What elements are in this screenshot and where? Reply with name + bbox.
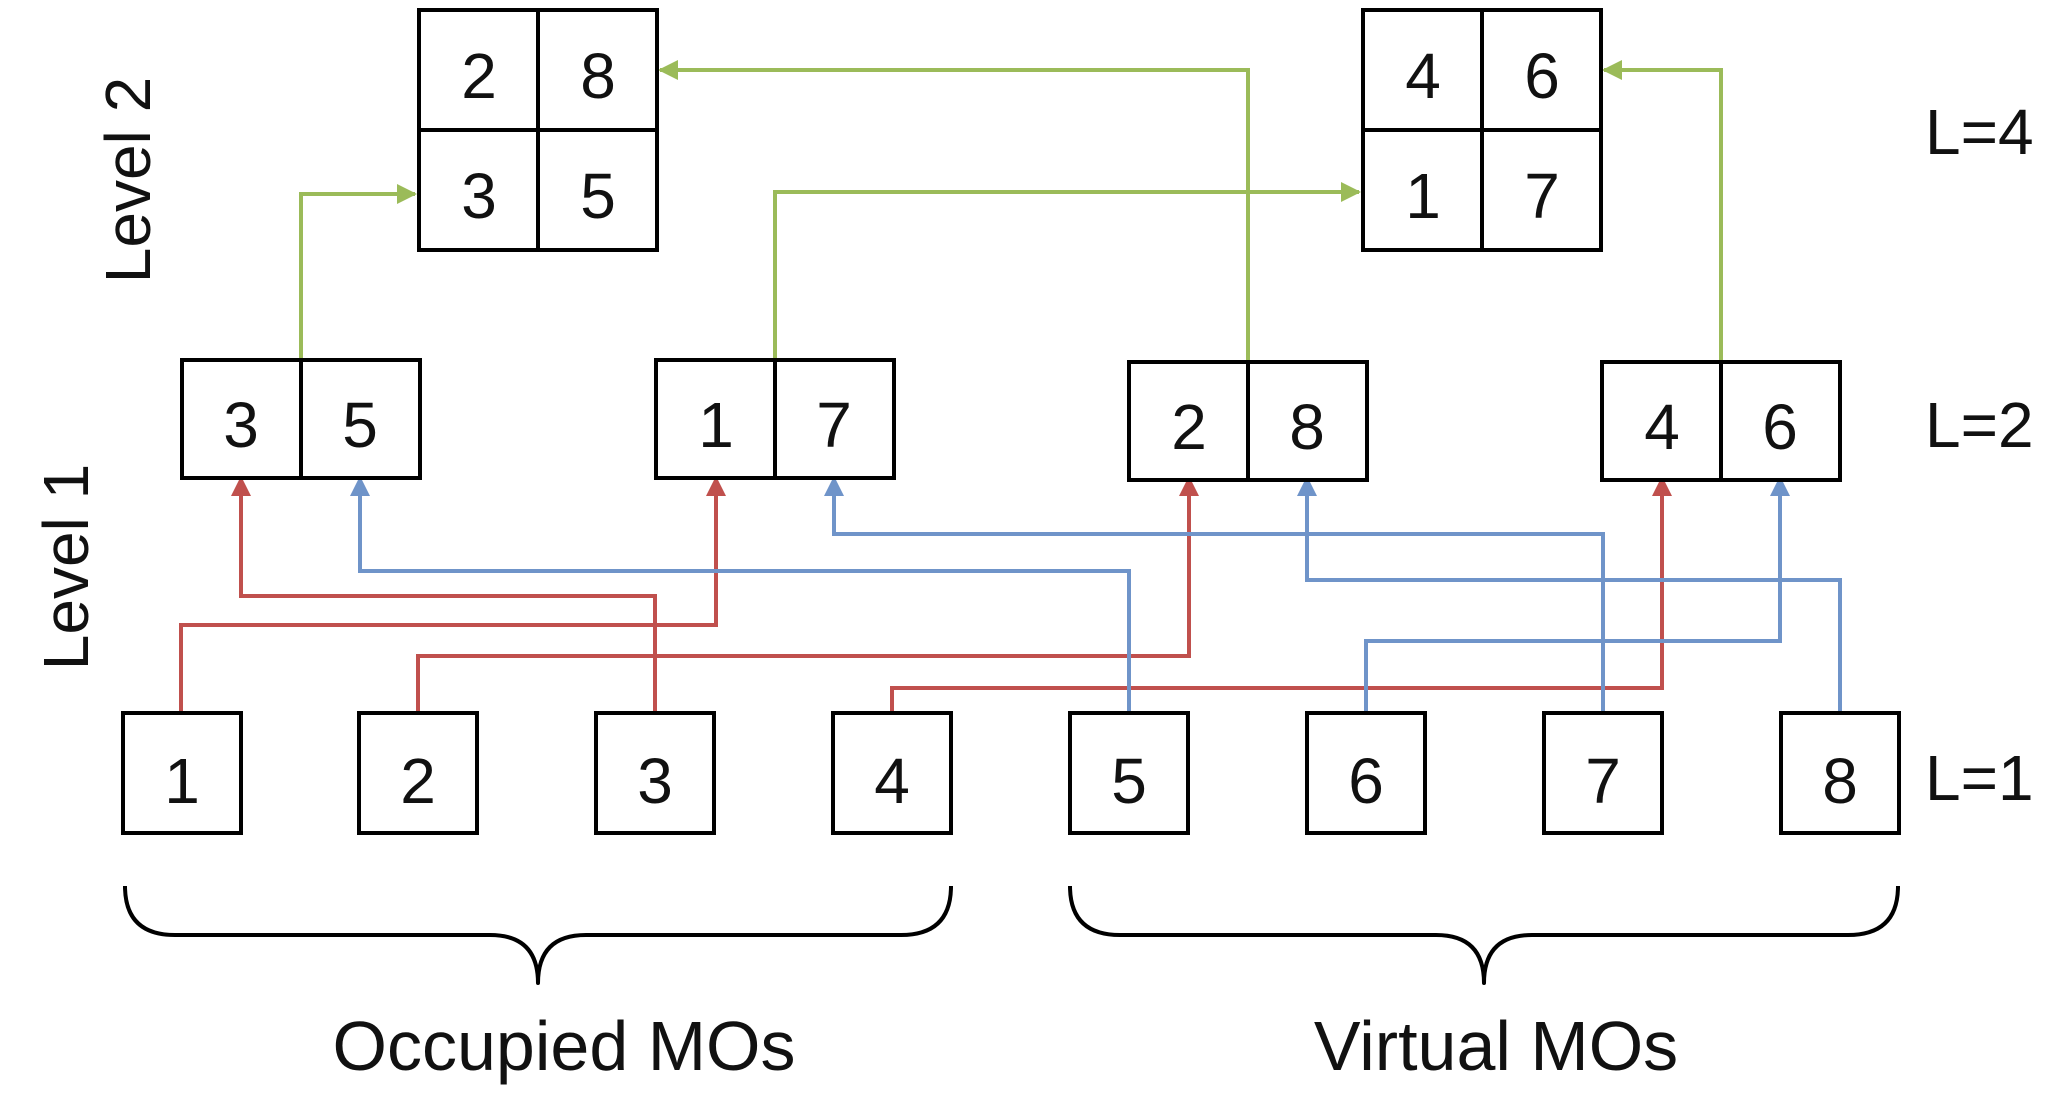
l2-pair-4: 4 6	[1600, 360, 1842, 482]
l1-box-6	[1305, 711, 1427, 835]
l2-cell: 2	[1171, 391, 1207, 463]
level-2-label: Level 2	[92, 77, 164, 283]
connector-5-to-5	[350, 476, 1131, 713]
l1-box-8	[1779, 711, 1901, 835]
l4-cell: 6	[1524, 40, 1560, 112]
connector-1-to-1	[179, 476, 726, 713]
l1-row: 1 2 3 4 5 6 7 8	[121, 711, 1901, 835]
connector-7-to-7	[824, 476, 1605, 713]
green-connectors	[299, 60, 1723, 362]
connector-3-to-3	[231, 476, 657, 713]
l4-cell: 5	[580, 160, 616, 232]
l4-cell: 7	[1524, 160, 1560, 232]
l2-cell: 3	[223, 389, 259, 461]
l1-box-3	[594, 711, 716, 835]
l1-box-label: 5	[1111, 745, 1147, 817]
l4-cell: 3	[461, 160, 497, 232]
l1-box-2	[357, 711, 479, 835]
l1-box-1	[121, 711, 243, 835]
l1-box-label: 6	[1348, 745, 1384, 817]
l2-pair-3: 2 8	[1127, 360, 1369, 482]
l4-block-2: 4 6 1 7	[1361, 8, 1603, 252]
l2-cell: 1	[698, 389, 734, 461]
l1-box-label: 3	[637, 745, 673, 817]
connector-4-to-4	[890, 476, 1672, 713]
l1-box-label: 1	[164, 745, 200, 817]
l1-box-5	[1068, 711, 1190, 835]
l1-box-label: 4	[874, 745, 910, 817]
l2-pair-2: 1 7	[654, 358, 896, 480]
l2-cell: 5	[342, 389, 378, 461]
l4-block-1: 2 8 3 5	[417, 8, 659, 252]
row-label-l2: L=2	[1925, 389, 2034, 461]
l4-cell: 8	[580, 40, 616, 112]
l2-pair-1: 3 5	[180, 358, 422, 480]
connector-2-to-2	[416, 476, 1199, 713]
connector-8-to-8	[1297, 476, 1842, 713]
l2-cell: 4	[1644, 391, 1680, 463]
occupied-brace	[123, 885, 953, 985]
connector-46-to-block2	[1602, 60, 1723, 362]
virtual-mos-label: Virtual MOs	[1314, 1007, 1678, 1085]
connector-6-to-6	[1364, 476, 1790, 713]
l1-box-4	[831, 711, 953, 835]
l2-cell: 8	[1289, 391, 1325, 463]
l1-box-label: 7	[1585, 745, 1621, 817]
l2-cell: 6	[1762, 391, 1798, 463]
connector-35-to-block1	[299, 184, 417, 360]
l4-cell: 2	[461, 40, 497, 112]
red-connectors	[179, 476, 1672, 713]
virtual-brace	[1068, 885, 1900, 985]
l1-box-7	[1542, 711, 1664, 835]
l4-cell: 4	[1405, 40, 1441, 112]
connector-17-to-block2	[773, 182, 1361, 360]
l4-cell: 1	[1405, 160, 1441, 232]
occupied-mos-label: Occupied MOs	[333, 1007, 796, 1085]
level-1-label: Level 1	[30, 464, 102, 670]
l1-box-label: 2	[400, 745, 436, 817]
l2-cell: 7	[816, 389, 852, 461]
row-label-l1: L=1	[1925, 742, 2034, 814]
l1-box-label: 8	[1822, 745, 1858, 817]
blue-connectors	[350, 476, 1842, 713]
connector-28-to-block1	[658, 60, 1250, 362]
row-label-l4: L=4	[1925, 96, 2034, 168]
